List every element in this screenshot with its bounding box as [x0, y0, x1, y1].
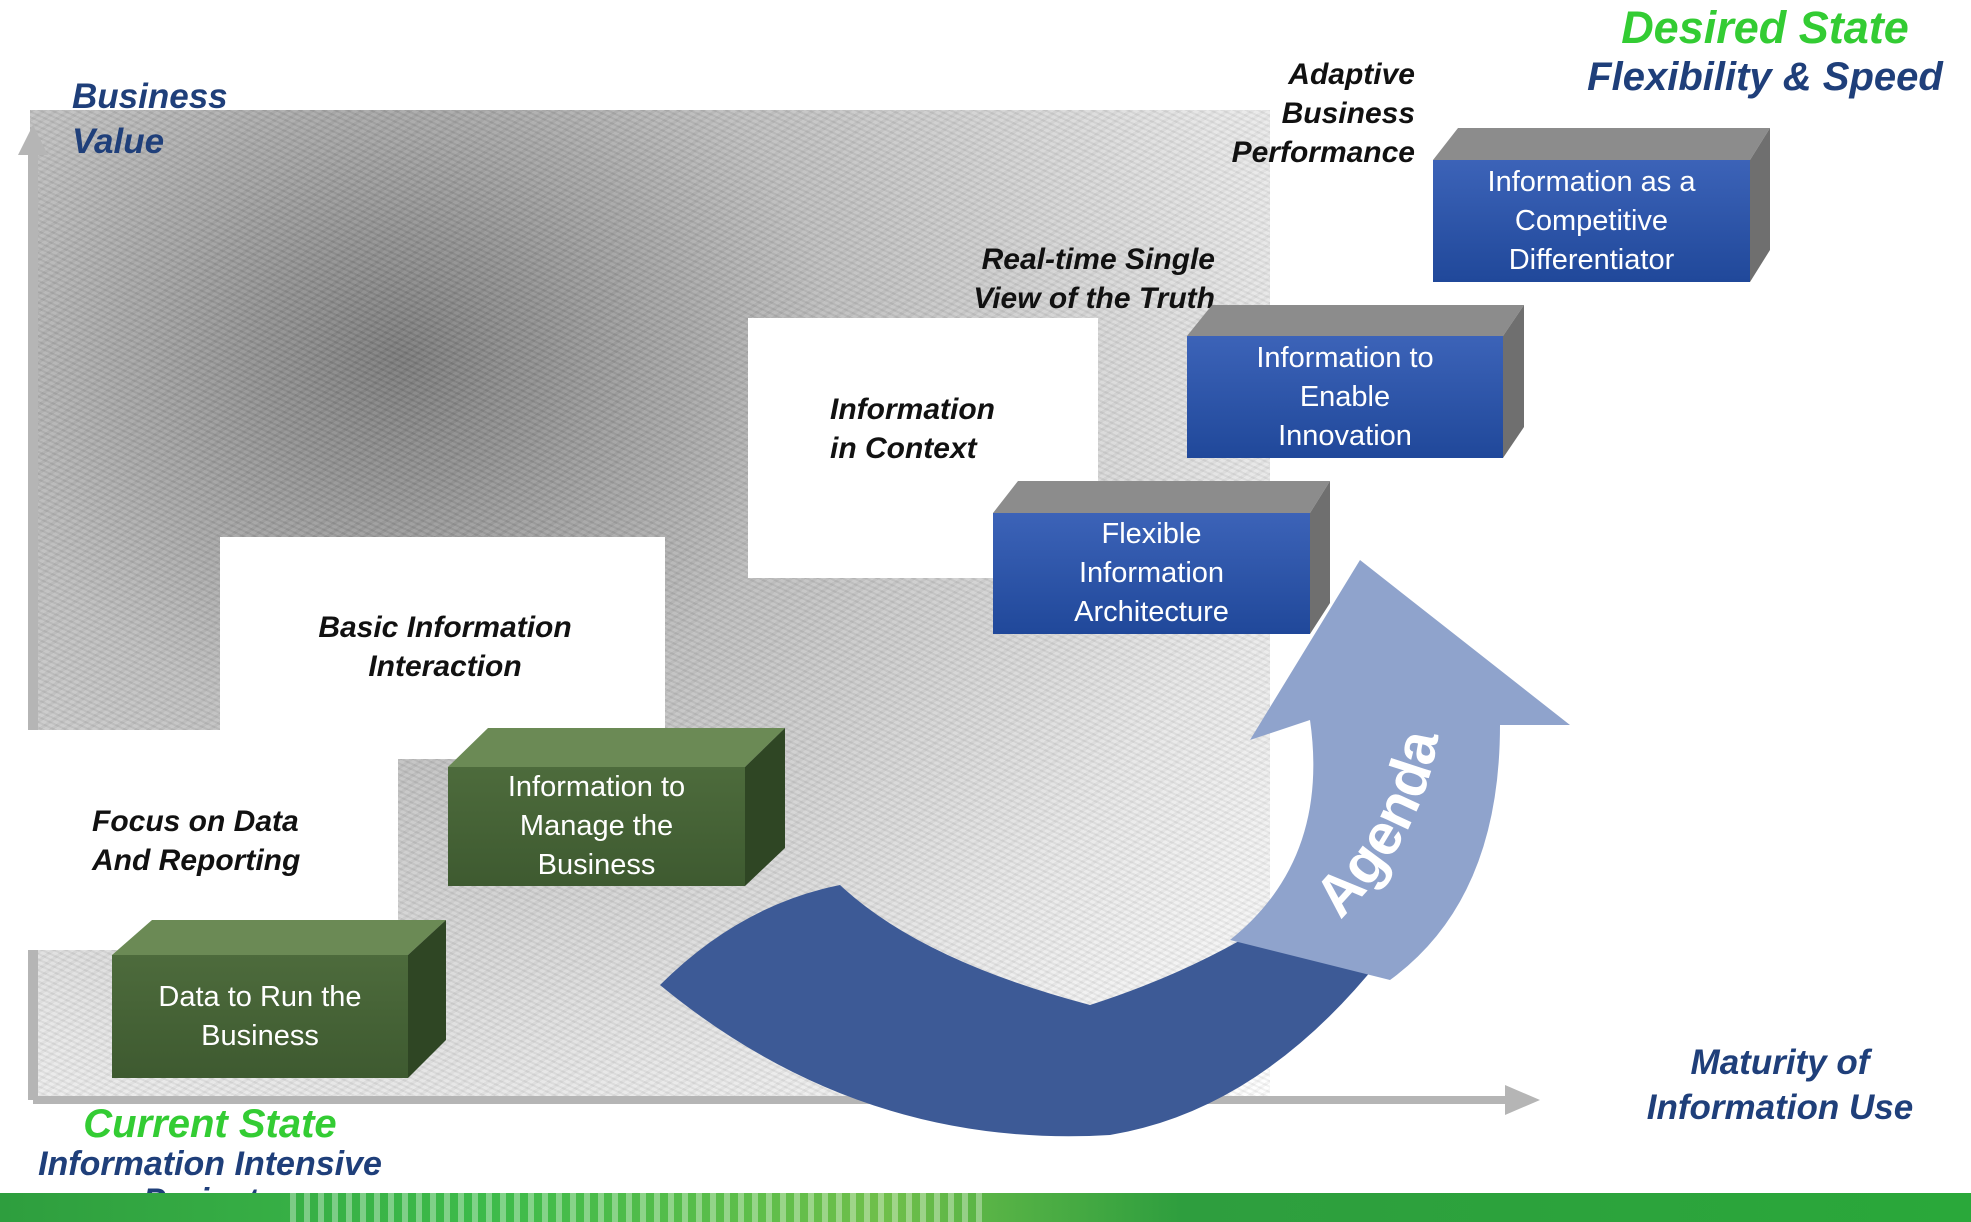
- footer-bar: [0, 1193, 1971, 1222]
- desired-state-heading: Desired State Flexibility & Speed: [1560, 2, 1970, 100]
- step-4-caption: Real-time Single View of the Truth: [940, 240, 1215, 318]
- step-5-box-side: [1750, 128, 1770, 282]
- arrow-light-band: [1230, 560, 1570, 980]
- current-state-subtitle-line1: Information Intensive: [38, 1145, 382, 1183]
- step-1-box-line1: Data to Run the: [158, 980, 362, 1013]
- x-axis-label-line2: Information Use: [1646, 1088, 1914, 1127]
- step-5-box-line3: Differentiator: [1508, 243, 1675, 276]
- current-state-title: Current State: [83, 1102, 337, 1146]
- step-2-caption-line2: Interaction: [368, 650, 522, 683]
- step-2-box-top: [448, 728, 785, 767]
- desired-state-subtitle: Flexibility & Speed: [1587, 55, 1943, 99]
- caption-card-1: [8, 730, 398, 950]
- current-state-heading: Current State Information Intensive Proj…: [0, 1102, 420, 1220]
- arrow-dark-band: [660, 880, 1380, 1137]
- footer-pattern: [290, 1193, 990, 1222]
- step-2-caption: Basic Information Interaction: [290, 608, 600, 686]
- step-2-box-side: [745, 728, 785, 886]
- step-4-caption-line1: Real-time Single: [981, 243, 1215, 276]
- step-5-caption-line3: Performance: [1231, 136, 1415, 169]
- step-3-box-top: [993, 481, 1330, 513]
- step-5-box-line2: Competitive: [1514, 204, 1669, 237]
- step-3-box-line1: Flexible: [1101, 518, 1202, 550]
- step-3-box-side: [1310, 481, 1330, 634]
- step-2-box-line3: Business: [537, 849, 656, 881]
- step-2-caption-line1: Basic Information: [318, 611, 572, 644]
- step-5-caption-line2: Business: [1281, 97, 1415, 130]
- step-5-box: Information as a Competitive Differentia…: [1433, 160, 1750, 282]
- step-3-caption: Information in Context: [830, 390, 995, 468]
- x-axis-arrowhead: [1505, 1085, 1540, 1115]
- step-1-box-side: [408, 920, 446, 1078]
- step-4-caption-line2: View of the Truth: [973, 282, 1215, 315]
- y-axis-label-line2: Value: [72, 122, 165, 161]
- step-5-caption: Adaptive Business Performance: [1170, 55, 1415, 172]
- step-3-caption-line1: Information: [830, 393, 995, 426]
- step-2-box-line1: Information to: [507, 771, 686, 803]
- step-4-box-line2: Enable: [1299, 380, 1391, 413]
- step-4-box: Information to Enable Innovation: [1187, 336, 1503, 458]
- arrow-word-information: Information: [0, 0, 319, 13]
- step-1-caption-line2: And Reporting: [92, 844, 301, 877]
- step-3-box-line2: Information: [1078, 557, 1225, 589]
- x-axis-label-line1: Maturity of: [1690, 1043, 1870, 1082]
- step-1-box-top: [112, 920, 446, 955]
- step-1-caption: Focus on Data And Reporting: [92, 802, 300, 880]
- caption-card-2: [220, 537, 665, 759]
- step-5-caption-line1: Adaptive: [1288, 58, 1415, 91]
- step-4-box-side: [1503, 305, 1524, 458]
- step-1-box: Data to Run the Business: [112, 955, 408, 1078]
- step-2-box: Information to Manage the Business: [448, 767, 745, 886]
- step-3-caption-line2: in Context: [830, 432, 977, 465]
- step-2-box-line2: Manage the: [519, 810, 674, 842]
- step-5-box-line1: Information as a: [1487, 165, 1696, 198]
- y-axis-arrowhead: [18, 125, 48, 155]
- y-axis-label-line1: Business: [72, 77, 228, 116]
- desired-state-title: Desired State: [1621, 2, 1909, 53]
- step-3-box-line3: Architecture: [1074, 596, 1229, 628]
- step-4-box-top: [1187, 305, 1524, 336]
- step-4-box-line1: Information to: [1256, 341, 1434, 374]
- step-4-box-line3: Innovation: [1278, 419, 1412, 452]
- y-axis-label: Business Value: [72, 74, 228, 164]
- step-1-box-line2: Business: [201, 1019, 319, 1052]
- step-1-caption-line1: Focus on Data: [92, 805, 299, 838]
- x-axis-label: Maturity of Information Use: [1620, 1040, 1940, 1130]
- step-3-box: Flexible Information Architecture: [993, 513, 1310, 634]
- step-5-box-top: [1433, 128, 1770, 160]
